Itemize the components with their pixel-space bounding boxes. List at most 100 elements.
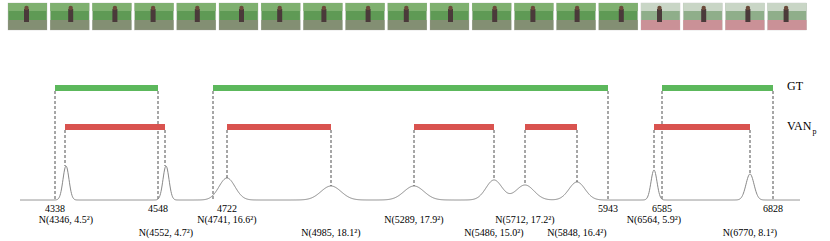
- gaussian-label: N(6770, 8.1²): [722, 227, 778, 238]
- video-frame: [346, 3, 385, 30]
- dashed-guide: [494, 130, 495, 180]
- video-frame: [725, 3, 764, 30]
- prediction-bar: [65, 124, 165, 130]
- video-frame: [472, 3, 511, 30]
- frame-athlete: [492, 9, 497, 22]
- frame-athlete-head: [24, 6, 28, 10]
- frame-track: [725, 20, 764, 30]
- video-frame: [135, 3, 174, 30]
- dashed-guide: [525, 130, 526, 185]
- ground-truth-bar: [213, 85, 608, 91]
- series-label: VAN: [786, 120, 812, 133]
- video-frame: [92, 3, 131, 30]
- frame-background: [725, 3, 764, 11]
- frame-athlete-head: [657, 6, 661, 10]
- video-frame: [768, 3, 807, 30]
- video-frame: [219, 3, 258, 30]
- frame-number: 6585: [651, 203, 673, 214]
- frame-athlete: [321, 9, 326, 22]
- dashed-guide: [654, 130, 655, 170]
- gaussian-label: N(4552, 4.7²): [138, 227, 194, 238]
- dashed-guide: [662, 91, 663, 200]
- gaussian-label: N(5848, 16.4²): [546, 227, 607, 238]
- frame-athlete-head: [278, 6, 282, 10]
- frame-athlete-head: [575, 6, 579, 10]
- video-frame: [261, 3, 300, 30]
- frame-number: 4338: [44, 203, 66, 214]
- frame-background: [768, 3, 807, 11]
- frame-background: [557, 3, 596, 11]
- frame-background: [219, 3, 258, 11]
- frame-background: [92, 3, 131, 11]
- video-frame: [8, 3, 47, 30]
- frame-athlete: [701, 9, 706, 22]
- frame-athlete: [530, 9, 535, 22]
- dashed-guide: [414, 130, 415, 186]
- frame-background: [8, 3, 47, 11]
- frame-background: [177, 3, 216, 11]
- series-subscript: p: [811, 128, 817, 137]
- video-frame: [388, 3, 427, 30]
- gaussian-label: N(5712, 17.2²): [494, 214, 555, 225]
- gaussian-curves: [20, 166, 800, 200]
- frame-track: [472, 20, 511, 30]
- gaussian-label: N(5289, 17.9²): [383, 214, 444, 225]
- dashed-guide: [750, 130, 751, 174]
- ground-truth-bar: [55, 85, 158, 91]
- dashed-guide: [773, 91, 774, 200]
- frame-athlete: [24, 9, 29, 22]
- frame-track: [599, 20, 638, 30]
- frame-athlete-head: [113, 6, 117, 10]
- frame-number: 5943: [597, 203, 619, 214]
- frame-athlete: [657, 9, 662, 22]
- frame-background: [599, 3, 638, 11]
- dashed-guide: [213, 91, 214, 200]
- video-frame: [50, 3, 89, 30]
- frame-athlete: [745, 9, 750, 22]
- frame-background: [683, 3, 722, 11]
- frame-background: [472, 3, 511, 11]
- frame-athlete: [151, 9, 156, 22]
- frame-athlete-head: [493, 6, 497, 10]
- frame-background: [303, 3, 342, 11]
- video-frame: [557, 3, 596, 30]
- frame-athlete-head: [239, 6, 243, 10]
- gaussian-label: N(6564, 5.9²): [626, 214, 682, 225]
- frame-athlete-head: [746, 6, 750, 10]
- frame-background: [50, 3, 89, 11]
- prediction-bar: [525, 124, 577, 130]
- frame-athlete: [448, 9, 453, 22]
- video-frame: [641, 3, 680, 30]
- frame-athlete: [112, 9, 117, 22]
- frame-athlete: [195, 9, 200, 22]
- series-label: GT: [786, 80, 804, 93]
- frame-athlete-head: [195, 6, 199, 10]
- frame-background: [430, 3, 469, 11]
- video-frame: [683, 3, 722, 30]
- prediction-bar: [654, 124, 750, 130]
- frame-athlete-head: [702, 6, 706, 10]
- frame-background: [641, 3, 680, 11]
- frame-track: [92, 20, 131, 30]
- frame-athlete-head: [69, 6, 73, 10]
- gaussian-label: N(4741, 16.6²): [196, 214, 257, 225]
- frame-athlete-head: [448, 6, 452, 10]
- frame-athlete: [239, 9, 244, 22]
- dashed-guide: [608, 91, 609, 200]
- frame-number: 6828: [762, 203, 784, 214]
- frame-athlete: [404, 9, 409, 22]
- frame-background: [514, 3, 553, 11]
- frame-track: [346, 20, 385, 30]
- dashed-guide: [65, 130, 66, 166]
- dashed-guide: [577, 130, 578, 182]
- frame-athlete: [366, 9, 371, 22]
- video-frame: [177, 3, 216, 30]
- frame-athlete: [784, 9, 789, 22]
- dashed-guide: [331, 130, 332, 186]
- frame-athlete: [68, 9, 73, 22]
- gaussian-label: N(4985, 18.1²): [300, 227, 361, 238]
- frame-background: [135, 3, 174, 11]
- prediction-bar: [414, 124, 494, 130]
- ground-truth-bar: [662, 85, 773, 91]
